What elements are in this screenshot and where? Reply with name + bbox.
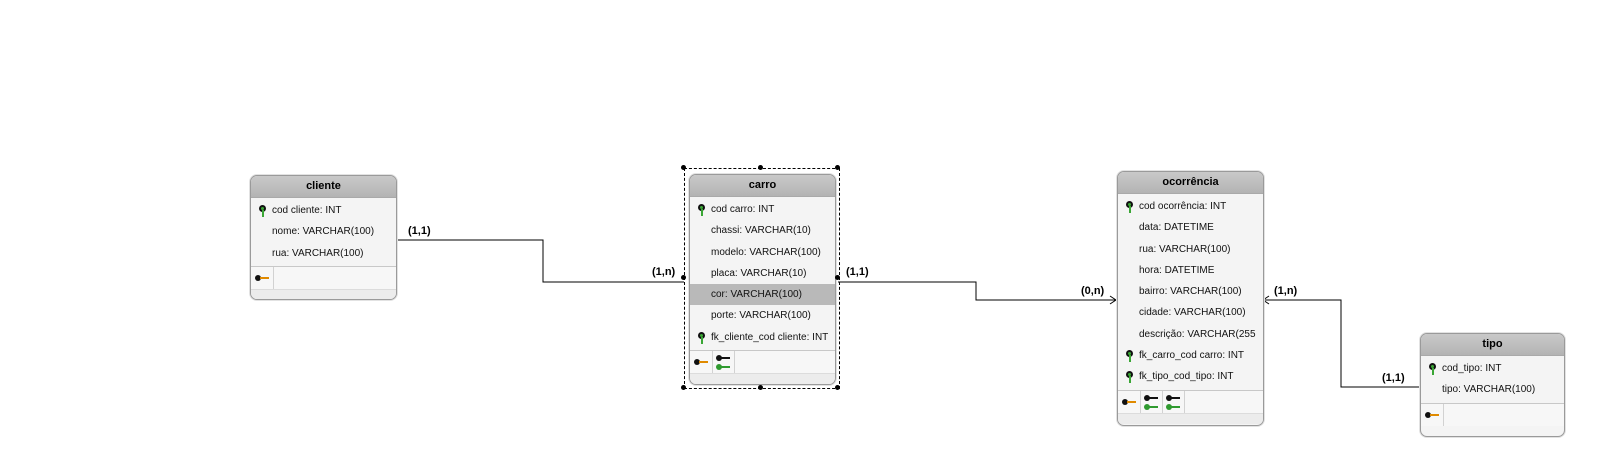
cardinality-cliente-side: (1,1) <box>408 225 431 237</box>
attribute-label: porte: VARCHAR(100) <box>711 310 811 322</box>
attribute-row[interactable]: cod cliente: INT <box>251 200 396 221</box>
selection-handle[interactable] <box>681 385 686 390</box>
cardinality-tipo-side: (1,1) <box>1382 372 1405 384</box>
cardinality-ocorrencia-from-tipo: (1,n) <box>1274 285 1298 297</box>
foreign-key-icon <box>1126 371 1134 384</box>
entity-ocorrencia[interactable]: ocorrência cod ocorrência: INT data: DAT… <box>1117 171 1264 426</box>
key-icon <box>716 354 730 362</box>
index-bar <box>1118 389 1263 413</box>
attribute-label: cidade: VARCHAR(100) <box>1139 307 1246 319</box>
foreign-key-index-icon <box>1166 403 1180 411</box>
primary-key-icon <box>259 205 267 217</box>
entity-footer <box>1118 412 1263 424</box>
selection-handle[interactable] <box>758 385 763 390</box>
attribute-label: cod carro: INT <box>711 204 775 215</box>
selection-handle[interactable] <box>681 165 686 170</box>
index-cell[interactable] <box>1140 390 1163 413</box>
attribute-label: modelo: VARCHAR(100) <box>711 246 821 258</box>
attribute-label: cod ocorrência: INT <box>1139 201 1227 212</box>
entity-footer <box>690 373 835 384</box>
entity-footer <box>251 288 396 299</box>
attribute-row[interactable]: cod carro: INT <box>690 199 835 220</box>
primary-key-icon <box>1429 363 1437 375</box>
index-cell[interactable] <box>712 351 735 374</box>
attribute-label: cod_tipo: INT <box>1442 363 1502 374</box>
attribute-row[interactable]: porte: VARCHAR(100) <box>690 305 835 326</box>
attribute-row[interactable]: cod ocorrência: INT <box>1118 196 1263 217</box>
index-cell[interactable] <box>1118 390 1141 413</box>
attribute-row-selected[interactable]: cor: VARCHAR(100) <box>690 284 835 306</box>
attribute-label: hora: DATETIME <box>1139 264 1215 276</box>
selection-handle[interactable] <box>835 385 840 390</box>
cardinality-ocorrencia-from-carro: (0,n) <box>1081 285 1105 297</box>
entity-title: cliente <box>251 176 396 198</box>
index-bar <box>1421 402 1564 426</box>
foreign-key-icon <box>1126 350 1134 363</box>
index-key-icon <box>255 274 269 282</box>
foreign-key-icon <box>698 331 706 344</box>
arrow-head-ocorrencia-left <box>1109 295 1117 305</box>
selection-handle[interactable] <box>758 165 763 170</box>
attribute-row[interactable]: tipo: VARCHAR(100) <box>1421 379 1564 400</box>
index-bar <box>251 265 396 289</box>
selection-handle[interactable] <box>681 275 686 280</box>
entity-tipo[interactable]: tipo cod_tipo: INT tipo: VARCHAR(100) <box>1420 333 1565 437</box>
attribute-label: rua: VARCHAR(100) <box>272 247 364 259</box>
cliente-carro-line <box>396 239 684 283</box>
attribute-row[interactable]: rua: VARCHAR(100) <box>251 243 396 264</box>
attribute-row[interactable]: nome: VARCHAR(100) <box>251 221 396 242</box>
attribute-row[interactable]: hora: DATETIME <box>1118 260 1263 281</box>
attribute-row[interactable]: chassi: VARCHAR(10) <box>690 220 835 241</box>
attribute-row[interactable]: cod_tipo: INT <box>1421 358 1564 379</box>
attribute-label: fk_tipo_cod_tipo: INT <box>1139 371 1234 383</box>
tipo-ocorrencia-line <box>1263 299 1420 388</box>
attribute-label: descrição: VARCHAR(255 <box>1139 328 1256 340</box>
index-key-icon <box>694 358 708 366</box>
cardinality-carro-side: (1,n) <box>652 266 676 278</box>
selection-handle[interactable] <box>835 275 840 280</box>
primary-key-icon <box>1126 201 1134 213</box>
attribute-label: chassi: VARCHAR(10) <box>711 225 811 237</box>
cardinality-carro-to-ocorrencia: (1,1) <box>846 266 869 278</box>
attribute-row[interactable]: modelo: VARCHAR(100) <box>690 242 835 263</box>
attribute-row[interactable]: cidade: VARCHAR(100) <box>1118 302 1263 323</box>
entity-title: tipo <box>1421 334 1564 356</box>
attribute-label: cod cliente: INT <box>272 205 342 216</box>
attribute-label: cor: VARCHAR(100) <box>711 289 802 301</box>
index-key-icon <box>1425 411 1439 419</box>
attribute-label: fk_carro_cod carro: INT <box>1139 350 1245 362</box>
attribute-label: bairro: VARCHAR(100) <box>1139 286 1242 298</box>
key-icon <box>1144 394 1158 402</box>
entity-title: ocorrência <box>1118 172 1263 194</box>
attribute-row[interactable]: rua: VARCHAR(100) <box>1118 239 1263 260</box>
foreign-key-index-icon <box>1144 403 1158 411</box>
attribute-row[interactable]: placa: VARCHAR(10) <box>690 263 835 284</box>
attribute-label: nome: VARCHAR(100) <box>272 226 375 238</box>
attribute-row[interactable]: descrição: VARCHAR(255 <box>1118 324 1263 345</box>
index-cell[interactable] <box>1162 390 1185 413</box>
attribute-label: tipo: VARCHAR(100) <box>1442 384 1536 396</box>
foreign-key-index-icon <box>716 363 730 371</box>
index-key-icon <box>1122 398 1136 406</box>
selection-handle[interactable] <box>835 165 840 170</box>
entity-title: carro <box>690 175 835 197</box>
key-icon <box>1166 394 1180 402</box>
index-cell[interactable] <box>251 266 274 289</box>
attribute-row[interactable]: bairro: VARCHAR(100) <box>1118 281 1263 302</box>
attribute-label: data: DATETIME <box>1139 222 1214 234</box>
attribute-label: placa: VARCHAR(10) <box>711 267 807 279</box>
attribute-row[interactable]: fk_carro_cod carro: INT <box>1118 345 1263 366</box>
primary-key-icon <box>698 204 706 216</box>
attribute-row[interactable]: data: DATETIME <box>1118 217 1263 238</box>
attribute-row[interactable]: fk_cliente_cod cliente: INT <box>690 327 835 348</box>
index-bar <box>690 350 835 374</box>
attribute-label: rua: VARCHAR(100) <box>1139 243 1231 255</box>
index-cell[interactable] <box>1421 403 1444 426</box>
attribute-label: fk_cliente_cod cliente: INT <box>711 331 829 343</box>
entity-carro[interactable]: carro cod carro: INT chassi: VARCHAR(10)… <box>689 174 836 385</box>
attribute-row[interactable]: fk_tipo_cod_tipo: INT <box>1118 366 1263 387</box>
carro-ocorrencia-line <box>838 281 1116 301</box>
index-cell[interactable] <box>690 351 713 374</box>
entity-cliente[interactable]: cliente cod cliente: INT nome: VARCHAR(1… <box>250 175 397 300</box>
